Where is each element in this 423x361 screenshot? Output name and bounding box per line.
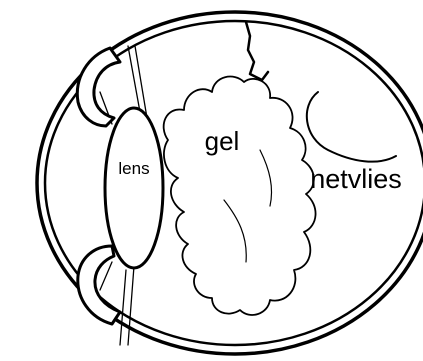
retina-label: netvlies (310, 164, 402, 194)
gel-label: gel (205, 126, 240, 156)
lens-shape (105, 108, 163, 268)
gel-fold-1 (224, 200, 246, 262)
retina-tear (246, 22, 268, 80)
lens-label: lens (118, 159, 149, 178)
vitreous-gel (164, 77, 316, 315)
gel-fold-2 (260, 150, 272, 206)
retina-flap (307, 92, 396, 162)
iris-top (77, 48, 120, 126)
iris-bottom (78, 246, 120, 324)
